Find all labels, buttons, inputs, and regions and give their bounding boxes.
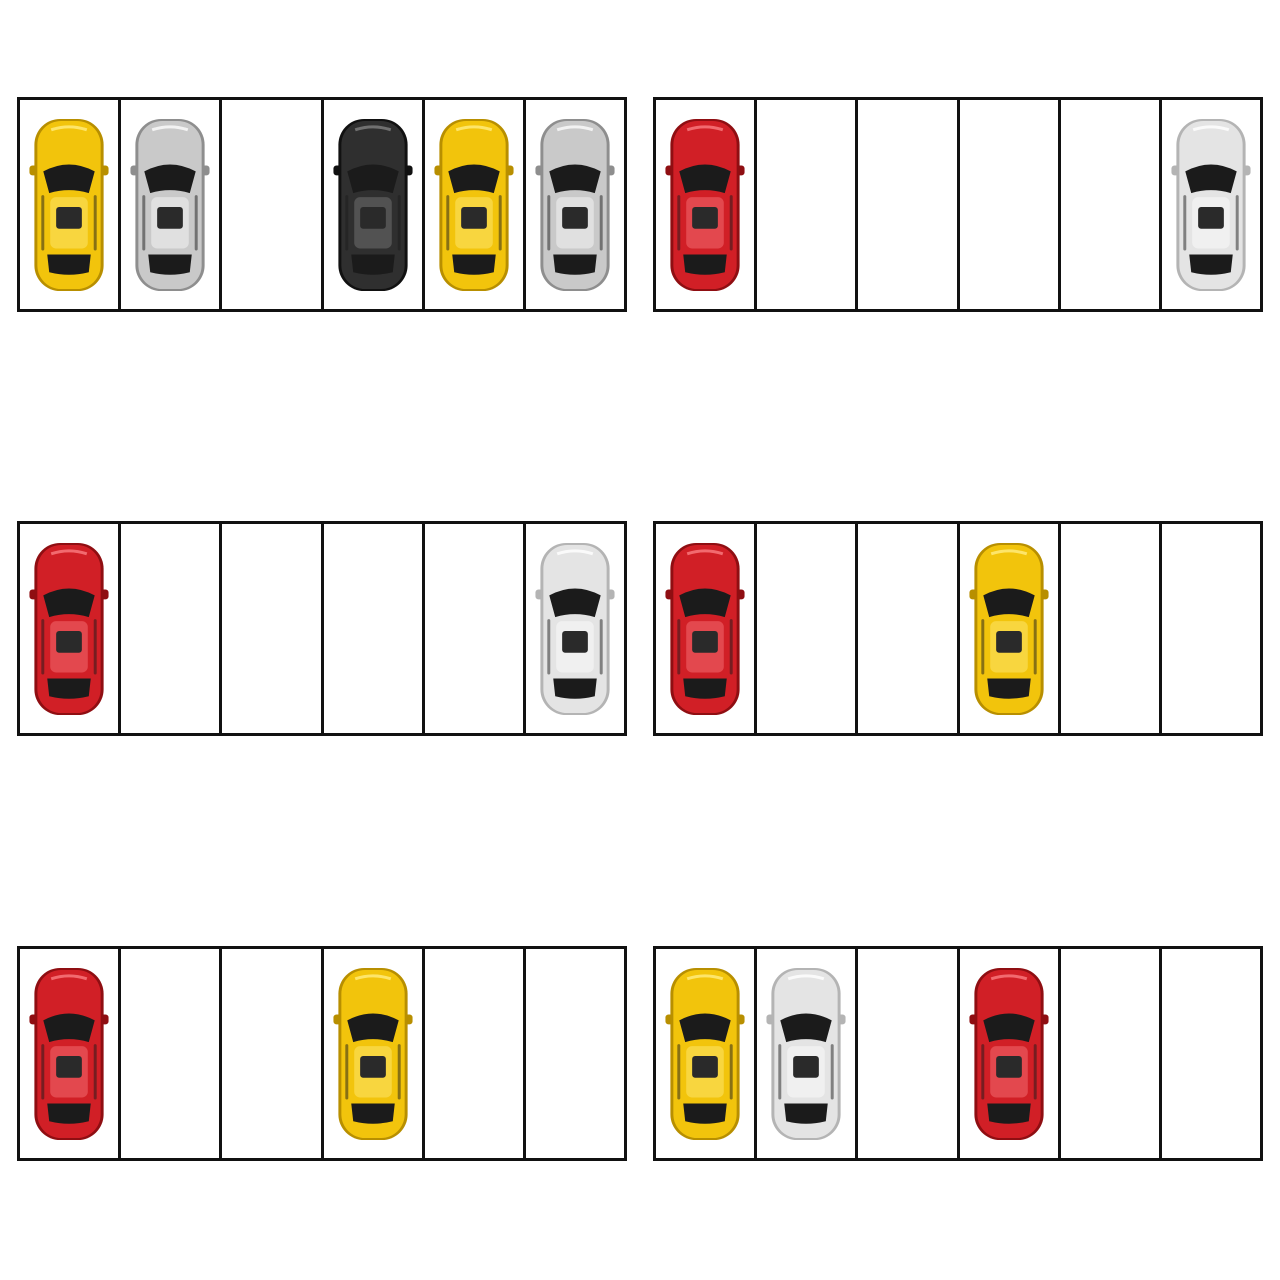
- parking-lot-2: [653, 97, 1263, 312]
- parking-spot-1: [656, 100, 758, 309]
- parking-spot-6: [526, 524, 624, 733]
- parking-lot-4: [653, 521, 1263, 736]
- parking-spot-4-empty: [960, 100, 1061, 309]
- parking-spot-3-empty: [222, 100, 324, 309]
- parking-spot-4: [960, 524, 1061, 733]
- red-car-icon: [665, 542, 745, 715]
- white-car-icon: [535, 542, 615, 715]
- parking-spot-5: [425, 100, 526, 309]
- parking-spot-3-empty: [222, 524, 324, 733]
- red-car-icon: [969, 967, 1049, 1140]
- parking-lot-6: [653, 946, 1263, 1161]
- parking-spot-5-empty: [1061, 524, 1162, 733]
- yellow-car-icon: [434, 118, 514, 291]
- parking-spot-1: [20, 100, 122, 309]
- parking-spot-2-empty: [757, 524, 859, 733]
- parking-spot-1: [20, 949, 122, 1158]
- parking-spot-3-empty: [222, 949, 324, 1158]
- parking-lot-1: [17, 97, 627, 312]
- parking-spot-5-empty: [425, 524, 526, 733]
- parking-spot-2-empty: [121, 949, 223, 1158]
- parking-spot-6-empty: [1162, 524, 1260, 733]
- parking-spot-5-empty: [425, 949, 526, 1158]
- parking-lot-3: [17, 521, 627, 736]
- parking-spot-3-empty: [858, 100, 960, 309]
- parking-spot-4: [324, 100, 425, 309]
- parking-spot-6-empty: [526, 949, 624, 1158]
- parking-spot-4: [960, 949, 1061, 1158]
- parking-lot-5: [17, 946, 627, 1161]
- parking-spot-3-empty: [858, 949, 960, 1158]
- yellow-car-icon: [969, 542, 1049, 715]
- white-car-icon: [1171, 118, 1251, 291]
- parking-spot-2: [121, 100, 223, 309]
- black-car-icon: [333, 118, 413, 291]
- red-car-icon: [29, 967, 109, 1140]
- yellow-car-icon: [333, 967, 413, 1140]
- parking-spot-1: [656, 524, 758, 733]
- parking-spot-2-empty: [121, 524, 223, 733]
- parking-spot-1: [20, 524, 122, 733]
- parking-spot-3-empty: [858, 524, 960, 733]
- white-car-icon: [766, 967, 846, 1140]
- parking-spot-1: [656, 949, 758, 1158]
- red-car-icon: [29, 542, 109, 715]
- silver-car-icon: [130, 118, 210, 291]
- parking-spot-4-empty: [324, 524, 425, 733]
- parking-spot-5-empty: [1061, 949, 1162, 1158]
- parking-spot-2: [757, 949, 859, 1158]
- parking-spot-6: [526, 100, 624, 309]
- yellow-car-icon: [665, 967, 745, 1140]
- parking-spot-6-empty: [1162, 949, 1260, 1158]
- parking-spot-2-empty: [757, 100, 859, 309]
- parking-spot-5-empty: [1061, 100, 1162, 309]
- red-car-icon: [665, 118, 745, 291]
- parking-spot-4: [324, 949, 425, 1158]
- silver-car-icon: [535, 118, 615, 291]
- parking-spot-6: [1162, 100, 1260, 309]
- yellow-car-icon: [29, 118, 109, 291]
